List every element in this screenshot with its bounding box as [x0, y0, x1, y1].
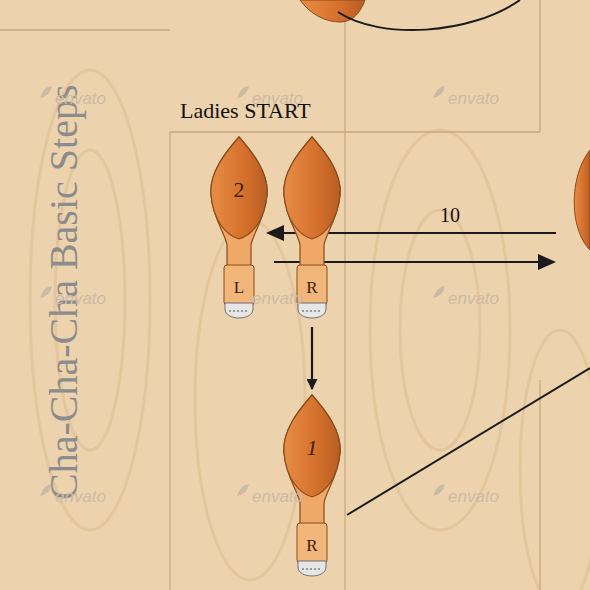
step-number: 2 — [234, 179, 245, 201]
watermark: envato — [55, 488, 106, 505]
foot-letter: R — [306, 537, 317, 554]
watermark: envato — [252, 488, 303, 505]
shoe-step: 1R — [280, 393, 344, 581]
foot-letter: R — [306, 279, 317, 296]
watermark: envato — [448, 90, 499, 107]
step-arrow — [311, 327, 313, 389]
watermark: envato — [448, 488, 499, 505]
watermark: envato — [55, 290, 106, 307]
foot-letter: L — [234, 279, 244, 296]
step-number: 1 — [307, 437, 318, 459]
watermark: envato — [55, 90, 106, 107]
watermark: envato — [252, 290, 303, 307]
watermark: envato — [252, 90, 303, 107]
step-count: 10 — [440, 205, 460, 225]
watermark: envato — [448, 290, 499, 307]
